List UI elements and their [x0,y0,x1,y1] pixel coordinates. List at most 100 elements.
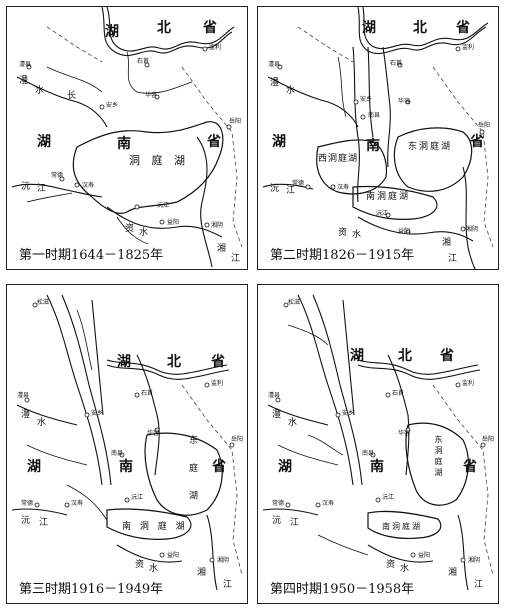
label-sheng: 省 [211,354,225,370]
place-label: 常德 [292,180,305,187]
river-label: 长 [67,91,77,101]
place-label: 监利 [211,380,224,387]
place-label: 安乡 [360,96,373,103]
label-sheng: 省 [440,348,454,364]
period-caption: 第一时期1644－1825年 [17,244,166,263]
map-drawing [262,294,494,591]
label-sheng: 省 [203,20,217,36]
map-panel-period-4: 湖 北 省 湖 南 省 东洞庭湖 南洞庭湖 澧县 安乡 石首 监利 华容 岳阳 … [257,284,499,604]
river-label: 水 [286,86,296,96]
place-label: 监利 [462,44,475,51]
river-label: 水 [400,564,410,574]
map-panel-period-1: 湖 北 省 湖 南 省 洞 庭 湖 澧县 安乡 石首 监利 华容 岳阳 沅江 汉… [6,6,248,270]
period-caption: 第四时期1950－1958年 [268,578,417,597]
river-label: 湘 [197,568,207,578]
label-bei: 北 [398,348,412,364]
place-label: 沅江 [131,494,144,501]
river-label: 江 [37,184,47,194]
label-nan: 南 [370,459,384,475]
place-label: 常德 [51,172,64,179]
period-caption: 第三时期1916－1949年 [17,578,166,597]
place-label: 松滋 [288,299,301,306]
place-label: 汉寿 [71,500,84,507]
place-label: 益阳 [398,228,411,235]
map-drawing [11,294,243,591]
river-label: 江 [39,518,49,528]
place-label: 华容 [398,98,411,105]
place-label: 汉寿 [322,500,335,507]
label-hu: 湖 [350,348,364,364]
river-label: 澧 [21,410,31,420]
place-label: 岳阳 [482,436,495,443]
lake-label: 西洞庭湖 [318,154,359,164]
river-label: 江 [448,254,458,264]
river-label: 沅 [21,182,31,192]
river-label: 江 [231,254,241,264]
label-hu: 湖 [105,24,119,40]
river-label: 澧 [272,410,282,420]
map-drawing [262,7,494,269]
label-hu: 湖 [278,459,292,475]
label-hu: 湖 [37,134,51,150]
river-label: 资 [135,560,145,570]
label-nan: 南 [117,136,131,152]
map-panel-period-3: 湖 北 省 湖 南 省 东 庭 湖 南 洞 庭 湖 澧县 安乡 石首 监利 华容… [6,284,248,604]
river-label: 澧 [270,78,280,88]
place-label: 安乡 [342,410,355,417]
river-label: 湘 [448,568,458,578]
lake-label: 东 庭 湖 [187,435,197,508]
place-label: 岳阳 [231,436,244,443]
label-nan: 南 [366,138,380,154]
label-hu: 湖 [362,20,376,36]
place-label: 沅江 [376,210,389,217]
place-label: 石首 [137,58,150,65]
place-label: 岳阳 [229,118,242,125]
label-sheng: 省 [207,134,221,150]
place-label: 常德 [21,500,34,507]
place-label: 石首 [392,390,405,397]
river-label: 水 [35,86,45,96]
period-caption: 第二时期1826－1915年 [268,244,417,263]
place-label: 石首 [141,390,154,397]
river-label: 澧 [19,76,29,86]
place-label: 常德 [272,500,285,507]
river-label: 沅 [270,184,280,194]
place-label: 监利 [209,44,222,51]
place-label: 华容 [145,92,158,99]
label-hu: 湖 [117,354,131,370]
place-label: 沅江 [382,494,395,501]
river-label: 江 [286,186,296,196]
place-label: 松滋 [37,299,50,306]
place-label: 澧县 [268,392,281,399]
place-label: 南县 [111,450,124,457]
place-label: 益阳 [418,552,431,559]
place-label: 湘阴 [217,557,230,564]
river-label: 江 [223,580,233,590]
place-label: 安乡 [106,102,119,109]
river-label: 江 [290,518,300,528]
river-label: 水 [37,418,47,428]
label-bei: 北 [157,20,171,36]
lake-label: 南 洞 庭 湖 [122,522,188,532]
river-label: 湘 [442,238,452,248]
river-label: 水 [288,418,298,428]
label-sheng: 省 [456,20,470,36]
place-label: 湘阴 [211,222,224,229]
lake-label: 东洞庭湖 [434,435,443,479]
lake-label: 南洞庭湖 [366,192,411,202]
label-hu: 湖 [27,459,41,475]
label-sheng: 省 [212,459,226,475]
river-label: 沅 [272,516,282,526]
label-sheng: 省 [470,134,484,150]
place-label: 澧县 [268,61,281,68]
label-nan: 南 [119,459,133,475]
lake-label: 洞 庭 湖 [129,154,189,167]
map-drawing [11,7,243,268]
place-label: 沅江 [157,202,170,209]
river-label: 资 [125,224,135,234]
lake-label: 东洞庭湖 [408,142,453,152]
place-label: 澧县 [19,61,32,68]
map-panel-period-2: 湖 北 省 湖 南 省 西洞庭湖 东洞庭湖 南洞庭湖 澧县 安乡 石首 监利 华… [257,6,499,270]
place-label: 南县 [368,112,381,119]
place-label: 益阳 [167,552,180,559]
